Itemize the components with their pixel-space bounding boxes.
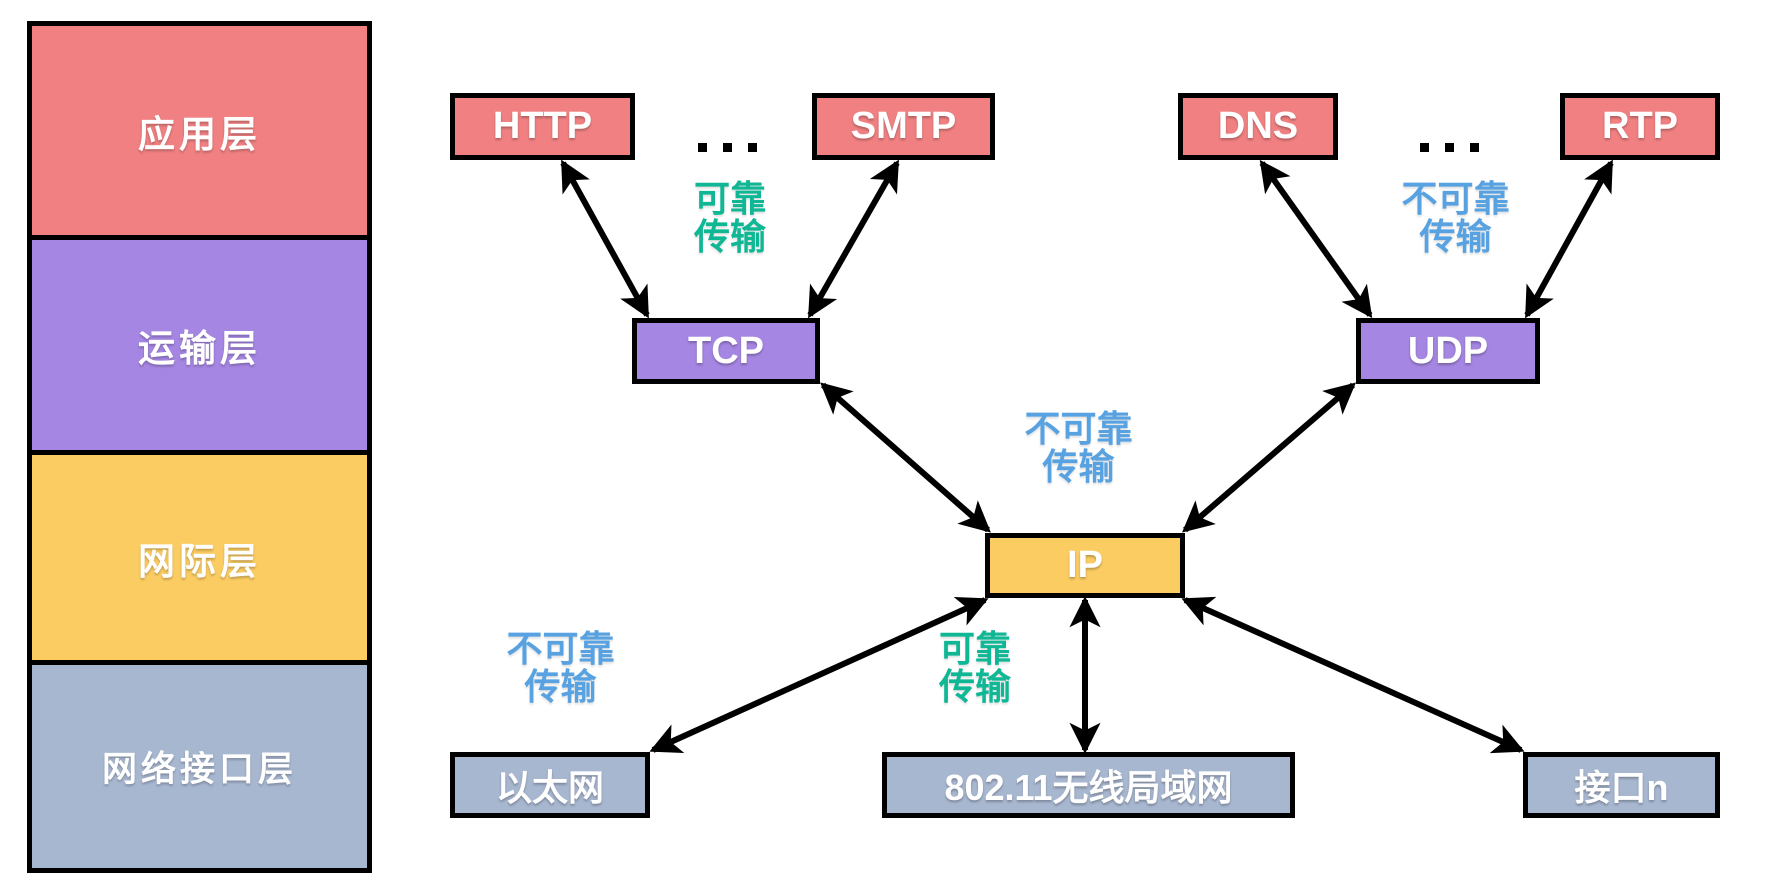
node-http-label: HTTP (492, 105, 593, 147)
annotation-wlan-reliable-line2: 传输 (938, 666, 1011, 708)
annotation-tcp-reliable: 可靠 传输 (670, 178, 790, 258)
annotation-tcp-reliable-line1: 可靠 (693, 178, 766, 219)
layer-application-label: 应用层 (138, 113, 261, 155)
node-smtp[interactable]: SMTP (812, 93, 995, 160)
node-ip[interactable]: IP (985, 533, 1185, 598)
node-ethernet-label: 以太网 (495, 767, 604, 808)
ellipsis-left (698, 143, 757, 152)
arrow-http-tcp (560, 159, 650, 319)
arrow-smtp-tcp (807, 159, 900, 319)
node-udp[interactable]: UDP (1356, 318, 1540, 384)
annotation-udp-unreliable-line1: 不可靠 (1401, 178, 1510, 219)
node-interface-n[interactable]: 接口n (1523, 752, 1720, 818)
node-ip-label: IP (1067, 544, 1103, 586)
annotation-udp-unreliable: 不可靠 传输 (1383, 178, 1528, 258)
node-dns[interactable]: DNS (1178, 93, 1338, 160)
annotation-ethernet-unreliable-line1: 不可靠 (506, 628, 615, 669)
annotation-wlan-reliable-line1: 可靠 (938, 628, 1011, 669)
layer-internet-label: 网际层 (138, 540, 261, 582)
layer-transport: 运输层 (32, 235, 367, 450)
node-smtp-label: SMTP (850, 105, 957, 147)
node-rtp[interactable]: RTP (1560, 93, 1720, 160)
annotation-wlan-reliable: 可靠 传输 (915, 628, 1035, 708)
annotation-tcp-reliable-line2: 传输 (693, 216, 766, 258)
node-ethernet[interactable]: 以太网 (450, 752, 650, 818)
node-wlan-802-11[interactable]: 802.11无线局域网 (882, 752, 1295, 818)
arrow-tcp-ip (820, 382, 991, 533)
ellipsis-dot (723, 143, 732, 152)
annotation-ip-unreliable-line2: 传输 (1042, 446, 1115, 488)
annotation-ip-unreliable: 不可靠 传输 (1006, 408, 1151, 488)
layer-internet: 网际层 (32, 449, 367, 661)
annotation-ethernet-unreliable: 不可靠 传输 (488, 628, 633, 708)
protocol-layer-stack: 应用层 运输层 网际层 网络接口层 (27, 21, 372, 873)
node-udp-label: UDP (1407, 329, 1489, 372)
ellipsis-right (1420, 143, 1479, 152)
layer-application: 应用层 (32, 26, 367, 236)
arrow-dns-udp (1259, 159, 1373, 319)
annotation-ethernet-unreliable-line2: 传输 (524, 666, 597, 708)
ellipsis-dot (748, 143, 757, 152)
layer-transport-label: 运输层 (138, 328, 261, 370)
annotation-ip-unreliable-line1: 不可靠 (1024, 408, 1133, 449)
layer-network-interface: 网络接口层 (32, 660, 367, 868)
node-wlan-802-11-label: 802.11无线局域网 (944, 767, 1233, 808)
ellipsis-dot (698, 143, 707, 152)
arrow-ip-interface-n (1181, 596, 1525, 754)
node-tcp[interactable]: TCP (632, 318, 820, 384)
ellipsis-dot (1445, 143, 1454, 152)
ellipsis-dot (1470, 143, 1479, 152)
annotation-udp-unreliable-line2: 传输 (1419, 216, 1492, 258)
ellipsis-dot (1420, 143, 1429, 152)
node-dns-label: DNS (1217, 105, 1299, 147)
node-interface-n-label: 接口n (1574, 767, 1669, 808)
node-tcp-label: TCP (688, 329, 764, 372)
node-http[interactable]: HTTP (450, 93, 635, 160)
arrow-udp-ip (1182, 382, 1356, 533)
arrow-rtp-udp (1524, 159, 1614, 319)
node-rtp-label: RTP (1602, 105, 1678, 147)
layer-network-interface-label: 网络接口层 (101, 750, 297, 790)
